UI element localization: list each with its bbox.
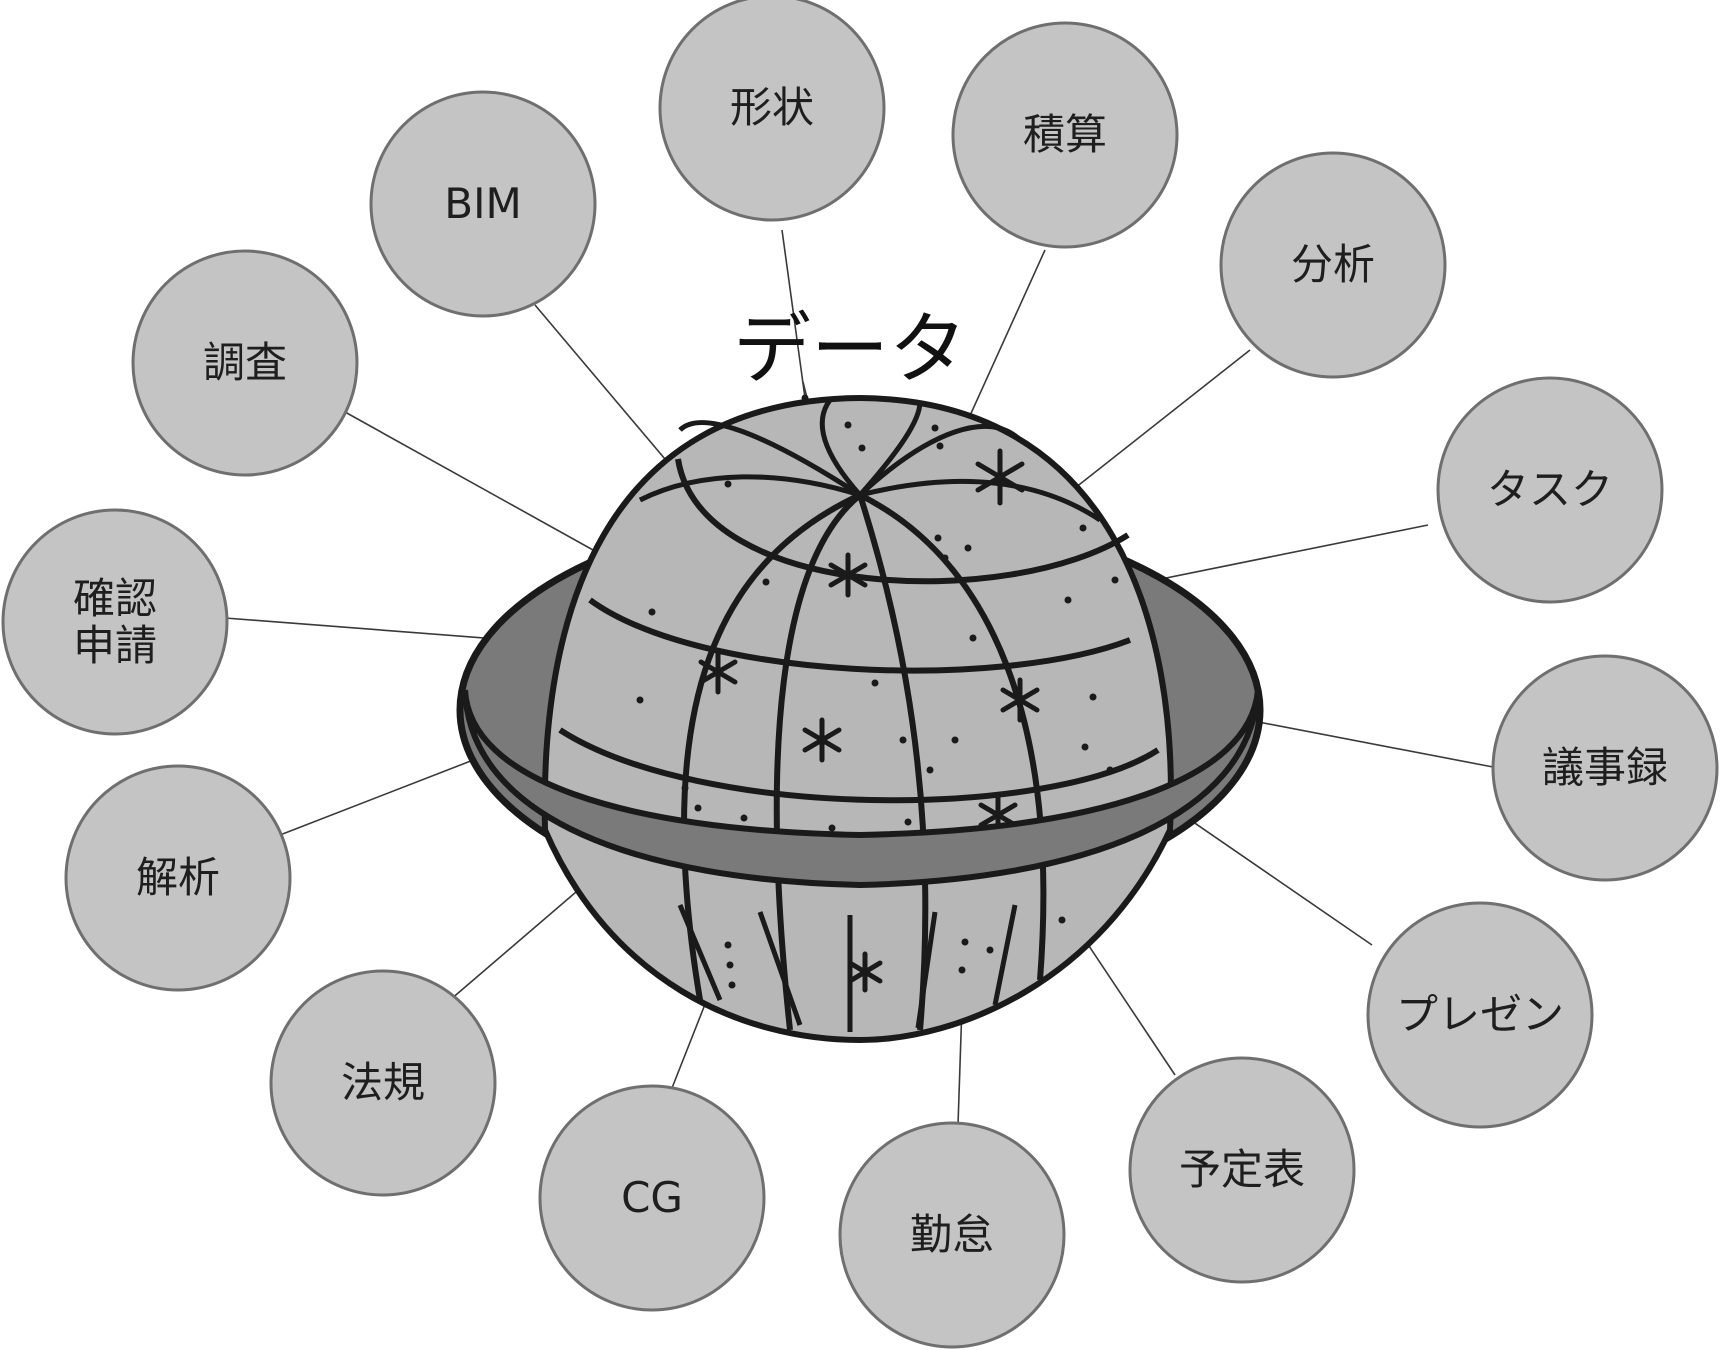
node-circle-kaiseki xyxy=(64,764,292,992)
node-label-gijiroku: 議事録 xyxy=(1541,743,1668,793)
node-label-yoteihyou: 予定表 xyxy=(1178,1145,1305,1195)
node-circle-bunseki xyxy=(1219,151,1447,379)
node-circle-keijou xyxy=(658,0,886,222)
planet-ring-front xyxy=(462,689,1261,889)
planet-icon xyxy=(456,394,1264,1044)
main-title: データ xyxy=(732,305,967,395)
node-circle-bim xyxy=(369,90,597,318)
connector-line-keijou xyxy=(781,229,806,399)
node-circle-kakunin xyxy=(1,508,229,736)
connector-line-houki xyxy=(449,879,591,1001)
node-circle-cg xyxy=(538,1084,766,1312)
node-label-kaiseki: 解析 xyxy=(135,853,220,903)
node-label-kakunin: 確認 申請 xyxy=(72,573,157,670)
node-circle-gijiroku xyxy=(1491,654,1719,882)
planet-star-marks xyxy=(698,448,1040,993)
node-circle-houki xyxy=(269,969,497,1197)
node-label-kintai: 勤怠 xyxy=(909,1210,994,1260)
node-circle-sekisan xyxy=(951,21,1179,249)
node-label-houki: 法規 xyxy=(340,1058,425,1108)
node-label-bim: BIM xyxy=(444,179,522,229)
planet-dot-marks xyxy=(636,421,1119,989)
node-label-sekisan: 積算 xyxy=(1022,110,1107,160)
node-label-keijou: 形状 xyxy=(729,83,814,133)
connector-line-bim xyxy=(534,304,671,466)
planet-sphere xyxy=(541,394,1174,1044)
node-circle-presen xyxy=(1366,901,1594,1129)
connector-line-chousa xyxy=(344,411,621,566)
node-circle-chousa xyxy=(131,249,359,477)
connector-line-sekisan xyxy=(967,249,1046,421)
node-circle-yoteihyou xyxy=(1128,1056,1356,1284)
node-circle-kintai xyxy=(838,1121,1066,1349)
node-label-cg: CG xyxy=(621,1173,683,1223)
planet-lower-meridians xyxy=(677,904,1018,1032)
node-label-task: タスク xyxy=(1486,465,1613,515)
node-label-presen: プレゼン xyxy=(1395,990,1564,1040)
node-circle-task xyxy=(1436,376,1664,604)
node-label-bunseki: 分析 xyxy=(1290,240,1375,290)
node-label-chousa: 調査 xyxy=(202,338,287,388)
connector-line-bunseki xyxy=(1074,349,1251,489)
